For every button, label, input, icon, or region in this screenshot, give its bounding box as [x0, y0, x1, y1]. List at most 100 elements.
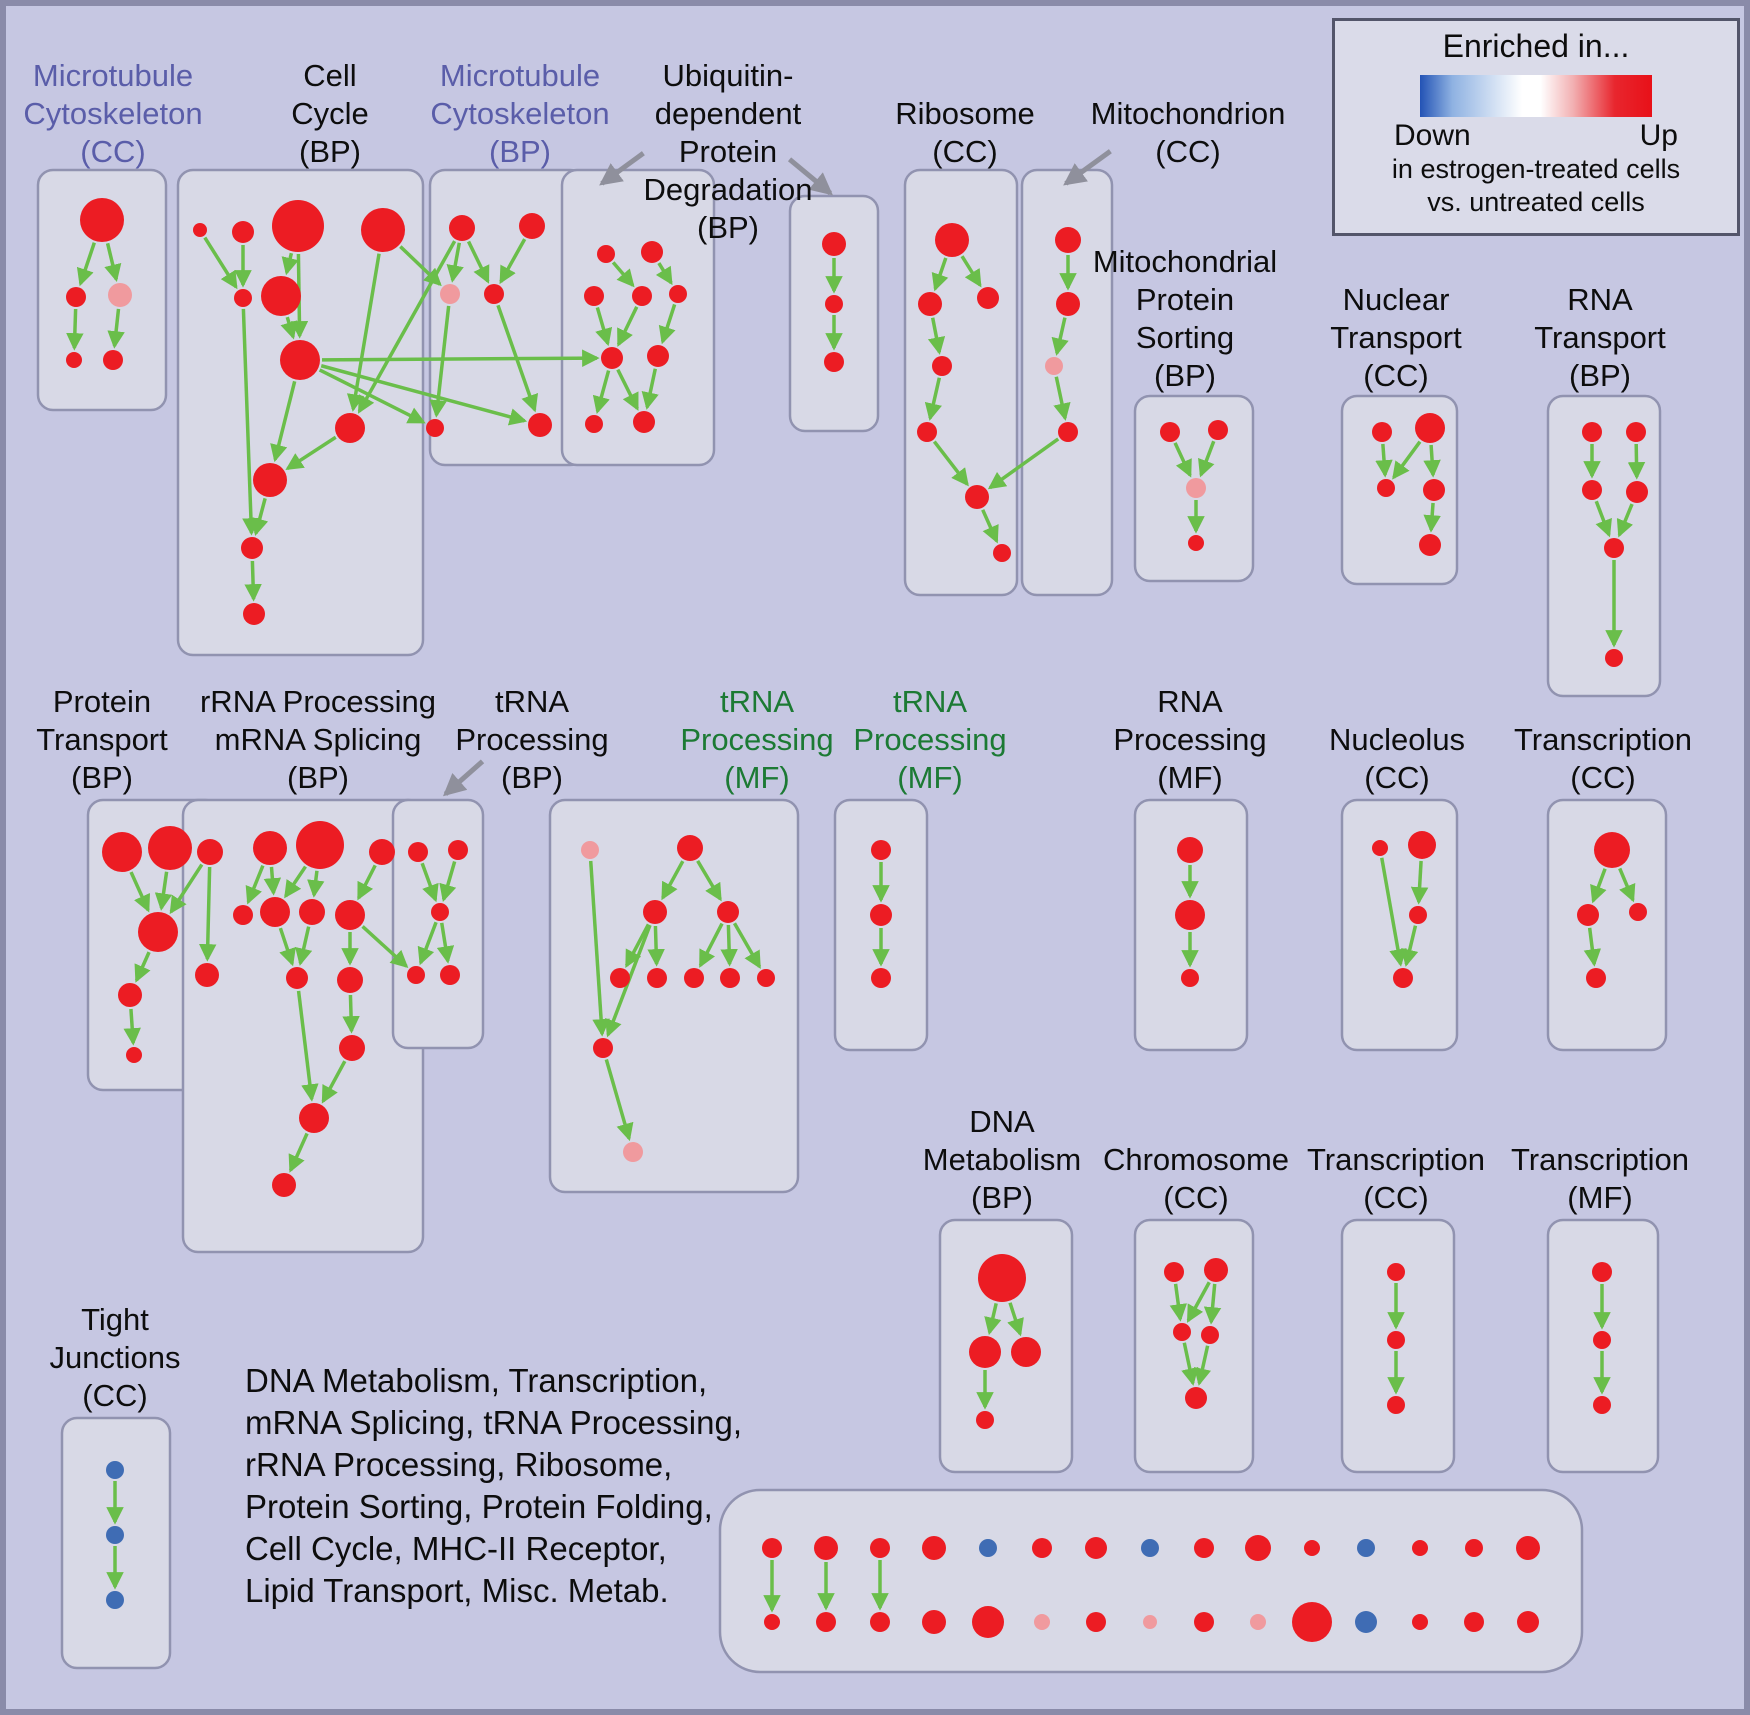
edge-trna-processing-bp	[417, 921, 438, 966]
node-nuclear-transport-cc-1	[1415, 413, 1445, 443]
label-pointer-arrow-4	[442, 759, 485, 797]
node-trna-processing-mf-left-2	[643, 900, 667, 924]
node-ribosome-cc-3	[932, 356, 952, 376]
node-transcription-mf-1	[1593, 1331, 1611, 1349]
edge-microtubule-cytoskeleton-cc	[104, 242, 122, 282]
legend-down-label: Down	[1394, 119, 1471, 152]
node-rna-transport-bp-1	[1626, 422, 1646, 442]
edge-microtubule-cytoskeleton-cc	[66, 308, 84, 351]
cluster-box-trna-processing-mf-left	[548, 798, 800, 1194]
node-trna-processing-mf-left-4	[610, 968, 630, 988]
node-cell-cycle-bp-5	[261, 276, 301, 316]
edge-rrna-processing-mrna-splicing-bp	[296, 990, 319, 1102]
edge-nuclear-transport-cc	[1375, 443, 1393, 478]
edge-protein-transport-bp	[154, 871, 173, 911]
node-transcription-cc-lower-2	[1387, 1396, 1405, 1414]
node-dna-metabolism-bp-2	[1011, 1337, 1041, 1367]
node-trna-processing-mf-left-0	[581, 841, 599, 859]
node-trna-processing-mf-left-9	[593, 1038, 613, 1058]
edge-ubiquitin-degradation-bp-left	[655, 262, 673, 286]
edge-cell-cycle-bp	[280, 316, 298, 340]
cluster-label-transcription-mf: Transcription(MF)	[1511, 1142, 1689, 1215]
edge-chromosome-cc	[1186, 1281, 1211, 1323]
node-trna-processing-mf-left-8	[757, 969, 775, 987]
cluster-box-ubiquitin-degradation-bp-right	[788, 194, 880, 433]
edge-ubiquitin-degradation-bp-left	[595, 307, 613, 347]
node-transcription-cc-lower-1	[1387, 1331, 1405, 1349]
node-rna-transport-bp-2	[1582, 480, 1602, 500]
edge-ribosome-cc	[931, 257, 949, 292]
strip-node-top-10	[1304, 1540, 1320, 1556]
edge-mitochondrial-protein-sorting-bp	[1173, 442, 1192, 478]
node-nuclear-transport-cc-0	[1372, 422, 1392, 442]
node-ubiquitin-degradation-bp-left-2	[584, 286, 604, 306]
edge-mitochondrion-cc	[1053, 376, 1071, 421]
node-rrna-processing-mrna-splicing-bp-3	[369, 839, 395, 865]
cluster-box-misc-groups	[718, 1488, 1584, 1674]
legend-title: Enriched in...	[1442, 28, 1630, 64]
strip-node-bottom-7	[1143, 1615, 1157, 1629]
node-rrna-processing-mrna-splicing-bp-12	[299, 1103, 329, 1133]
strip-node-top-3	[922, 1536, 946, 1560]
node-rrna-processing-mrna-splicing-bp-6	[299, 899, 325, 925]
node-protein-transport-bp-0	[102, 832, 142, 872]
node-ubiquitin-degradation-bp-left-1	[641, 241, 663, 263]
node-trna-processing-bp-2	[431, 903, 449, 921]
node-rrna-processing-mrna-splicing-bp-9	[286, 967, 308, 989]
node-mitochondrial-protein-sorting-bp-1	[1208, 420, 1228, 440]
legend-gradient-bar	[1420, 75, 1652, 117]
edge-rrna-processing-mrna-splicing-bp	[357, 864, 377, 901]
node-trna-processing-mf-left-1	[677, 835, 703, 861]
node-cell-cycle-bp-0	[193, 223, 207, 237]
node-transcription-mf-0	[1592, 1262, 1612, 1282]
node-rrna-processing-mrna-splicing-bp-5	[260, 897, 290, 927]
node-nuclear-transport-cc-4	[1419, 534, 1441, 556]
edge-ubiquitin-degradation-bp-left	[616, 306, 639, 347]
edge-trna-processing-mf-left	[588, 860, 610, 1037]
edge-rrna-processing-mrna-splicing-bp	[263, 866, 282, 896]
strip-node-bottom-3	[922, 1610, 946, 1634]
edge-microtubule-cytoskeleton-cc	[107, 308, 125, 349]
strip-node-top-2	[870, 1538, 890, 1558]
node-microtubule-cytoskeleton-bp-4	[426, 419, 444, 437]
legend-scale-labels: Down Up	[1394, 119, 1678, 153]
edge-nucleolus-cc	[1401, 925, 1419, 967]
node-cell-cycle-bp-3	[361, 208, 405, 252]
node-cell-cycle-bp-6	[280, 340, 320, 380]
edge-rna-transport-bp	[1616, 503, 1634, 538]
cross-edge	[357, 240, 457, 414]
edge-trna-processing-bp	[439, 861, 457, 903]
strip-node-bottom-9	[1250, 1614, 1266, 1630]
strip-node-top-5	[1032, 1538, 1052, 1558]
edge-cell-cycle-bp	[281, 252, 299, 276]
node-microtubule-cytoskeleton-bp-1	[519, 213, 545, 239]
edge-cell-cycle-bp	[203, 236, 238, 290]
edge-nuclear-transport-cc	[1392, 440, 1422, 480]
node-transcription-mf-2	[1593, 1396, 1611, 1414]
node-mitochondrion-cc-2	[1045, 357, 1063, 375]
node-ubiquitin-degradation-bp-left-3	[632, 286, 652, 306]
edge-microtubule-cytoskeleton-cc	[76, 242, 96, 287]
strip-node-top-0	[762, 1538, 782, 1558]
strip-node-bottom-10	[1292, 1602, 1332, 1642]
node-ubiquitin-degradation-bp-left-8	[633, 411, 655, 433]
cross-edge	[361, 925, 409, 969]
node-rna-transport-bp-3	[1626, 481, 1648, 503]
cluster-box-dna-metabolism-bp	[938, 1218, 1074, 1474]
edge-cell-cycle-bp	[270, 380, 297, 463]
node-microtubule-cytoskeleton-bp-3	[484, 284, 504, 304]
misc-note-line-6: Lipid Transport, Misc. Metab.	[245, 1572, 669, 1609]
edge-trna-processing-mf-left	[661, 860, 685, 901]
node-protein-transport-bp-1	[148, 826, 192, 870]
node-rrna-processing-mrna-splicing-bp-4	[233, 905, 253, 925]
cluster-label-mitochondrion-cc: Mitochondrion(CC)	[1091, 96, 1286, 169]
node-ubiquitin-degradation-bp-left-0	[597, 245, 615, 263]
